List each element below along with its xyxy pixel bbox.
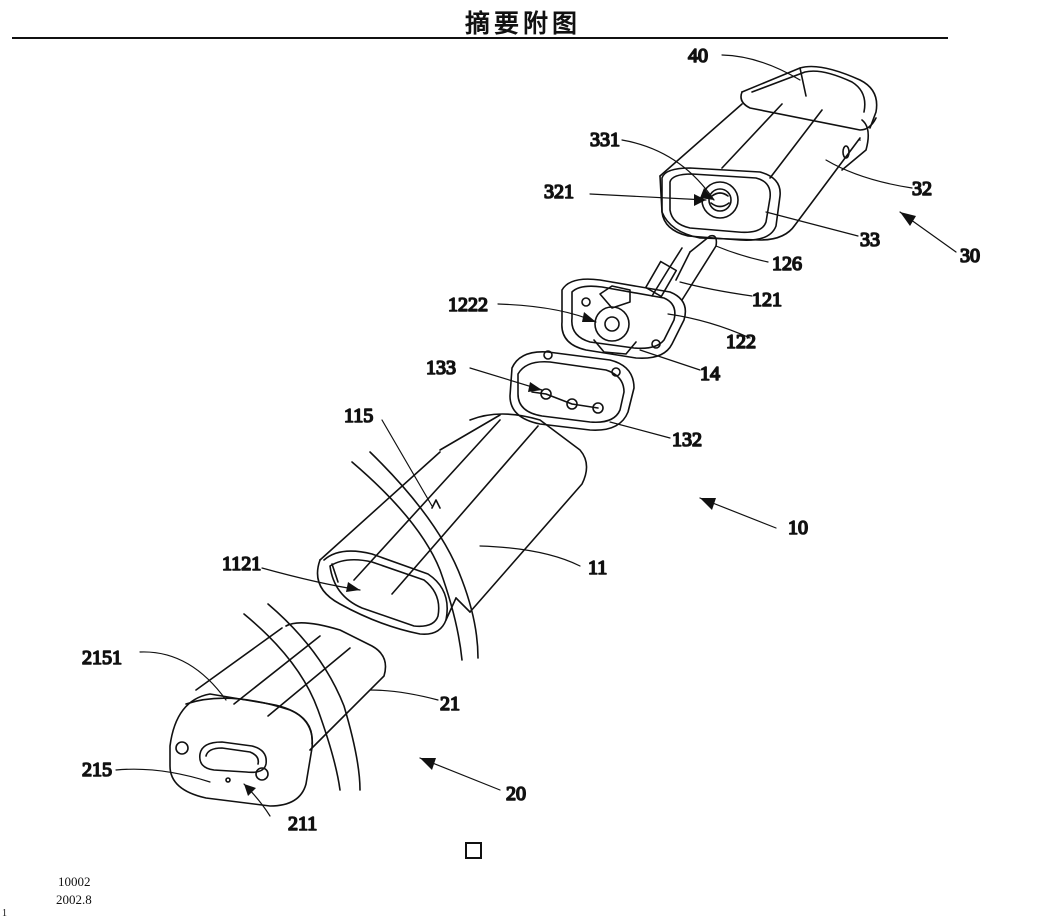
ref-211: 211 [288, 813, 317, 835]
base-plate-13 [509, 350, 635, 431]
seal-holder-122 [561, 278, 687, 360]
title-divider [12, 37, 948, 39]
ref-321: 321 [544, 181, 574, 203]
break-lines [243, 451, 479, 791]
ref-2151: 2151 [82, 647, 122, 669]
ref-14: 14 [700, 363, 720, 385]
ref-115: 115 [344, 405, 373, 427]
ref-21: 21 [440, 693, 460, 715]
ref-1222: 1222 [448, 294, 488, 316]
ref-30: 30 [960, 245, 980, 267]
ref-133: 133 [426, 357, 456, 379]
ref-33: 33 [860, 229, 880, 251]
ref-11: 11 [588, 557, 607, 579]
empty-box-mark [465, 842, 482, 859]
housing-11 [316, 413, 588, 636]
ref-121: 121 [752, 289, 782, 311]
footer-mark: 1 [2, 908, 7, 919]
cap-assembly-30 [659, 65, 878, 242]
ref-1121: 1121 [222, 553, 261, 575]
footer-version: 2002.8 [56, 892, 92, 907]
ref-32: 32 [912, 178, 932, 200]
ref-331: 331 [590, 129, 620, 151]
ref-122: 122 [726, 331, 756, 353]
arrowheads [244, 188, 916, 796]
footer-number: 10002 [58, 874, 91, 889]
ref-40: 40 [688, 45, 708, 67]
battery-unit-20 [169, 622, 387, 807]
ref-20: 20 [506, 783, 526, 805]
ref-215: 215 [82, 759, 112, 781]
ref-10: 10 [788, 517, 808, 539]
ref-132: 132 [672, 429, 702, 451]
leader-lines [115, 54, 957, 817]
page-title: 摘要附图 [464, 9, 581, 38]
ref-126: 126 [772, 253, 802, 275]
